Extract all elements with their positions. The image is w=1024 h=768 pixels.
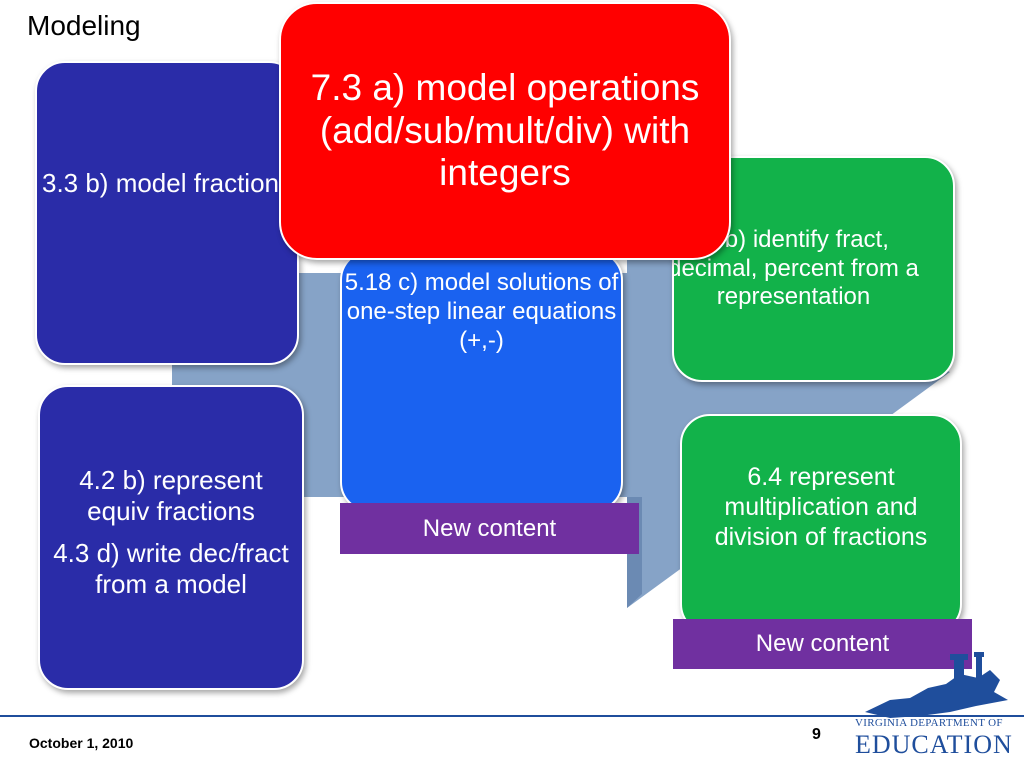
box-3-3b-text: 3.3 b) model fractions: [41, 168, 292, 198]
box-6-4-text: 6.4 represent multiplication and divisio…: [714, 463, 928, 551]
box-5-18c: 5.18 c) model solutions of one-step line…: [340, 250, 623, 512]
box-7-3a: 7.3 a) model operations (add/sub/mult/di…: [279, 2, 731, 260]
box-4-2b-4-3d: 4.2 b) represent equiv fractions 4.3 d) …: [38, 385, 304, 690]
vdoe-logo-icon: [865, 652, 1008, 718]
box-4-2b-text: 4.2 b) represent equiv fractions: [79, 465, 263, 527]
box-x-2b-text: .2 b) identify fract, decimal, percent f…: [672, 225, 919, 311]
box-4-3d-text: 4.3 d) write dec/fract from a model: [53, 537, 289, 599]
logo-text-line1: VIRGINIA DEPARTMENT OF: [855, 717, 1003, 729]
new-content-label: New content: [340, 503, 639, 554]
box-5-18c-text: 5.18 c) model solutions of one-step line…: [344, 269, 619, 354]
logo-text-line2: EDUCATION: [855, 730, 1013, 759]
box-7-3a-text: 7.3 a) model operations (add/sub/mult/di…: [310, 67, 700, 194]
box-3-3b: 3.3 b) model fractions: [35, 61, 299, 365]
box-6-4: 6.4 represent multiplication and divisio…: [680, 414, 962, 634]
footer-date: October 1, 2010: [29, 735, 134, 751]
page-number: 9: [812, 726, 821, 743]
footer-rule: [0, 715, 1024, 717]
new-content-label: New content: [673, 619, 972, 669]
slide-title: Modeling: [27, 10, 141, 41]
